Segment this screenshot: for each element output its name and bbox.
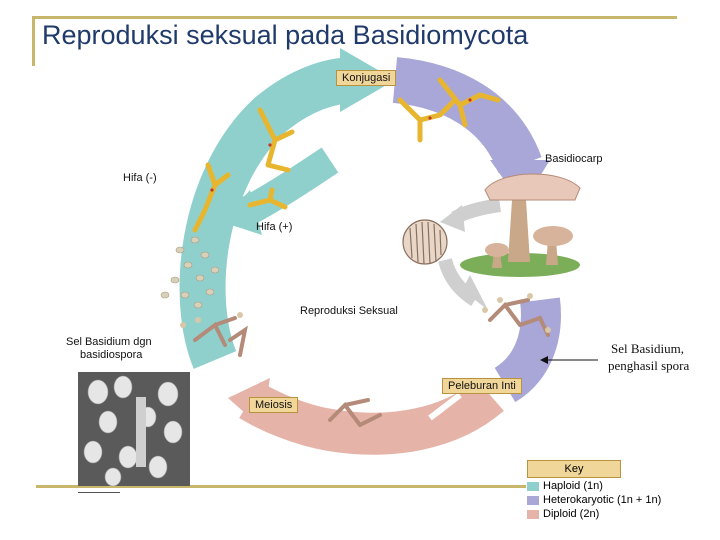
heterokaryotic-arc	[395, 80, 520, 165]
gill-section	[403, 220, 447, 264]
label-hifa-positif: Hifa (+)	[256, 221, 292, 233]
label-penghasil-spora: penghasil spora	[608, 358, 689, 374]
key-swatch-heterokaryotic	[527, 496, 539, 505]
key-label-heterokaryotic: Heterokaryotic (1n + 1n)	[543, 494, 661, 506]
label-basidiospora: basidiospora	[80, 349, 142, 361]
label-meiosis: Meiosis	[249, 397, 298, 413]
grey-arrowhead-basidia	[462, 275, 488, 310]
label-peleburan-inti: Peleburan Inti	[442, 378, 522, 394]
label-reproduksi-seksual: Reproduksi Seksual	[300, 305, 398, 317]
label-hifa-negatif: Hifa (-)	[123, 172, 157, 184]
key-item-haploid: Haploid (1n)	[527, 480, 603, 493]
label-basidiocarp: Basidiocarp	[545, 153, 602, 165]
key-label-haploid: Haploid (1n)	[543, 480, 603, 492]
key-title: Key	[527, 460, 621, 478]
key-swatch-diploid	[527, 510, 539, 519]
label-konjugasi: Konjugasi	[336, 70, 396, 86]
key-swatch-haploid	[527, 482, 539, 491]
micrograph-basidium	[78, 372, 190, 486]
label-sel-basidium-dgn: Sel Basidium dgn	[66, 336, 152, 348]
key-label-diploid: Diploid (2n)	[543, 508, 599, 520]
grey-arrowhead-gill	[440, 205, 465, 232]
label-sel-basidium: Sel Basidium,	[611, 341, 684, 357]
basidiocarp-mushrooms	[460, 174, 580, 277]
micrograph-scale-bar	[78, 492, 120, 493]
key-item-diploid: Diploid (2n)	[527, 508, 599, 521]
key-item-heterokaryotic: Heterokaryotic (1n + 1n)	[527, 494, 661, 507]
